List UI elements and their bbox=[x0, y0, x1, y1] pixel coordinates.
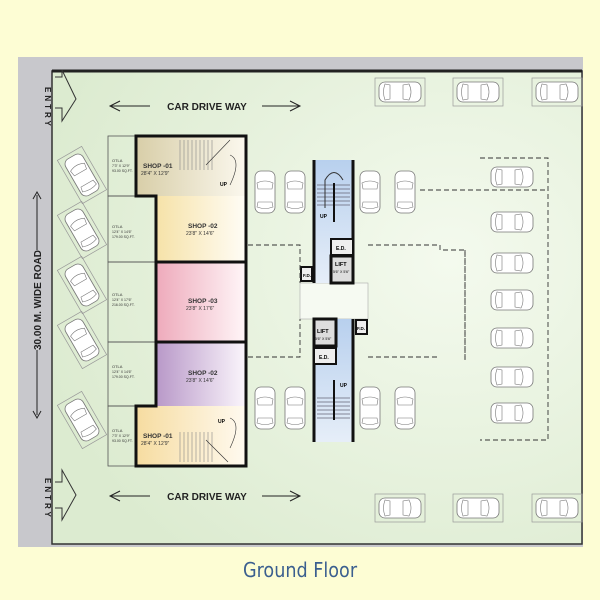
shop-otla-label: OTLA bbox=[112, 364, 123, 369]
svg-text:5'6" X 5'6": 5'6" X 5'6" bbox=[333, 270, 350, 274]
driveway-top: CAR DRIVE WAY bbox=[108, 100, 302, 113]
driveway-bottom: CAR DRIVE WAY bbox=[108, 490, 302, 503]
parked-car bbox=[490, 252, 534, 274]
fd-label: F.D. bbox=[303, 273, 311, 278]
shop-otla-label: OTLA bbox=[112, 428, 123, 433]
parked-car bbox=[490, 211, 534, 233]
parked-car bbox=[56, 145, 108, 205]
parked-car bbox=[452, 77, 504, 107]
parking-cars bbox=[56, 77, 583, 523]
entry-label-bottom: ENTRY bbox=[43, 478, 52, 520]
shop-2-top bbox=[156, 196, 246, 262]
shop-size: 28'4" X 12'9" bbox=[141, 441, 169, 447]
parked-car bbox=[490, 289, 534, 311]
shop-otla-area: 179.00 SQ.FT. bbox=[112, 235, 135, 239]
shop-1-top bbox=[136, 136, 246, 196]
floor-caption: Ground Floor bbox=[242, 558, 358, 582]
parked-car bbox=[284, 170, 306, 214]
parked-car bbox=[490, 366, 534, 388]
up-label: UP bbox=[220, 182, 228, 188]
shop-name: SHOP -02 bbox=[188, 223, 218, 230]
parked-car bbox=[359, 386, 381, 430]
central-core: UP UP E.D. E.D. F.D. F.D. LIFT 5'6" X 5'… bbox=[299, 160, 369, 442]
shop-3 bbox=[156, 262, 246, 342]
shop-name: SHOP -02 bbox=[188, 370, 218, 377]
parked-car bbox=[56, 200, 108, 260]
shop-otla-label: OTLA bbox=[112, 224, 123, 229]
shop-name: SHOP -01 bbox=[143, 163, 173, 170]
parked-car bbox=[56, 255, 108, 315]
shop-1-bottom bbox=[136, 406, 246, 466]
parked-car bbox=[374, 493, 426, 523]
shop-otla-area: 179.00 SQ.FT. bbox=[112, 375, 135, 379]
shop-size: 23'8" X 14'6" bbox=[186, 231, 214, 237]
shop-otla-area: 93.00 SQ.FT. bbox=[112, 169, 133, 173]
shop-otla-area: 216.00 SQ.FT. bbox=[112, 303, 135, 307]
shop-otla-label: OTLA bbox=[112, 158, 123, 163]
shop-size: 23'8" X 14'6" bbox=[186, 378, 214, 384]
shop-2-bottom bbox=[156, 342, 246, 406]
driveway-label: CAR DRIVE WAY bbox=[167, 492, 247, 503]
shop-otla-label: OTLA bbox=[112, 292, 123, 297]
entry-arrow-icon bbox=[55, 468, 77, 522]
svg-text:UP: UP bbox=[320, 214, 328, 220]
parked-car bbox=[394, 170, 416, 214]
parked-car bbox=[531, 77, 583, 107]
shop-otla-area: 93.00 SQ.FT. bbox=[112, 439, 133, 443]
parked-car bbox=[394, 386, 416, 430]
entry-arrow-icon bbox=[55, 69, 77, 123]
parked-car bbox=[452, 493, 504, 523]
parked-car bbox=[254, 386, 276, 430]
shop-staircases bbox=[179, 139, 237, 463]
parked-car bbox=[490, 402, 534, 424]
shop-name: SHOP -03 bbox=[188, 298, 218, 305]
shop-name: SHOP -01 bbox=[143, 433, 173, 440]
fd-label: F.D. bbox=[357, 326, 365, 331]
lift-label: LIFT bbox=[335, 262, 347, 268]
svg-text:UP: UP bbox=[340, 383, 348, 389]
parked-car bbox=[490, 327, 534, 349]
parked-car bbox=[490, 166, 534, 188]
shop-size: 23'8" X 17'6" bbox=[186, 306, 214, 312]
lift-label: LIFT bbox=[317, 329, 329, 335]
entry-label-top: ENTRY bbox=[43, 87, 52, 129]
up-label: UP bbox=[218, 419, 226, 425]
parked-car bbox=[531, 493, 583, 523]
road-label: 30.00 M. WIDE ROAD bbox=[33, 250, 44, 350]
shop-otla-size: 7'3" X 12'9" bbox=[112, 164, 131, 168]
shop-otla-size: 7'3" X 12'9" bbox=[112, 434, 131, 438]
svg-text:5'6" X 5'6": 5'6" X 5'6" bbox=[315, 337, 332, 341]
driveway-label: CAR DRIVE WAY bbox=[167, 102, 247, 113]
parked-car bbox=[359, 170, 381, 214]
parked-car bbox=[254, 170, 276, 214]
shop-otla-size: 12'4" X 17'6" bbox=[112, 298, 133, 302]
parked-car bbox=[374, 77, 426, 107]
parked-car bbox=[284, 386, 306, 430]
shop-size: 28'4" X 12'9" bbox=[141, 171, 169, 177]
parking-markings bbox=[248, 157, 549, 441]
ed-label: E.D. bbox=[336, 246, 346, 252]
shop-otla-size: 12'4" X 14'6" bbox=[112, 230, 133, 234]
parked-car bbox=[56, 310, 108, 370]
parked-car bbox=[56, 390, 108, 450]
ed-label: E.D. bbox=[319, 355, 329, 361]
shop-otla-size: 12'4" X 14'6" bbox=[112, 370, 133, 374]
